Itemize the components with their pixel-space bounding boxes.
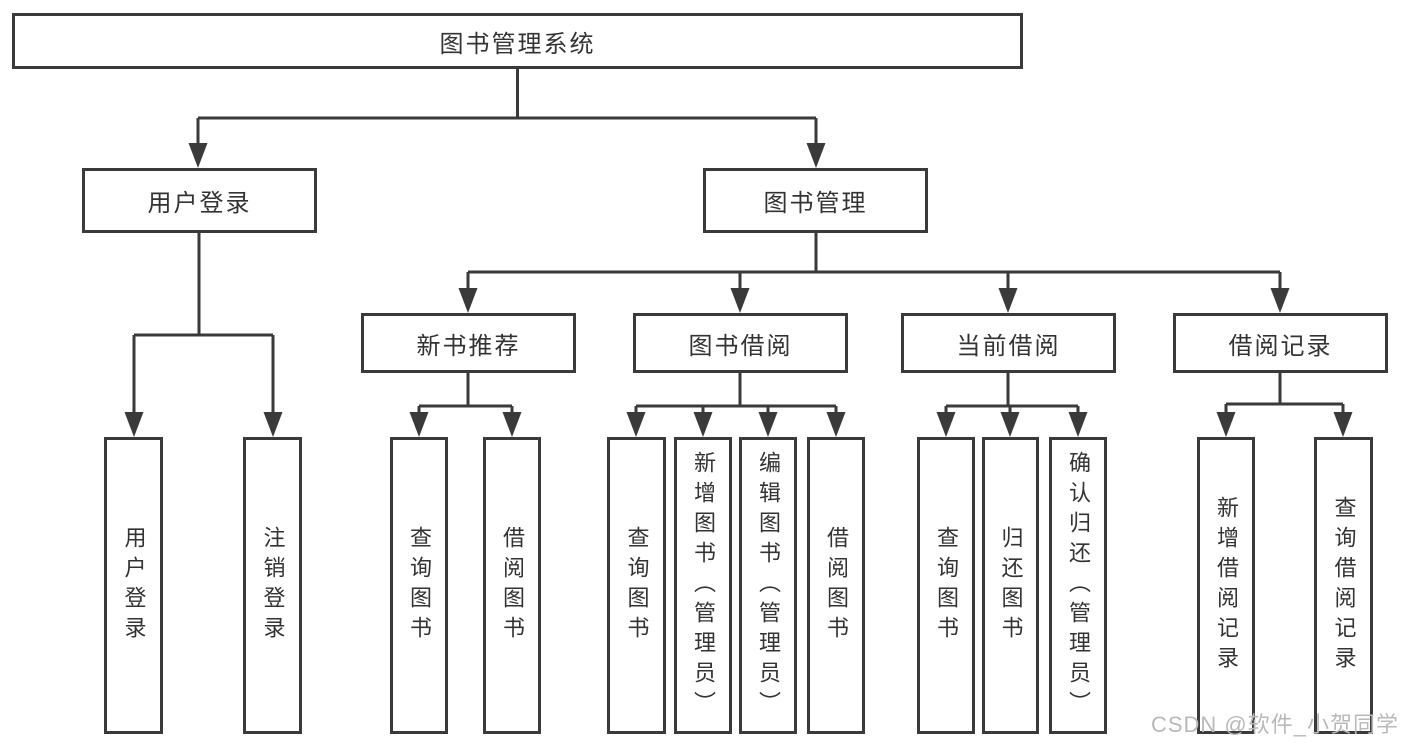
leaf-query-borrow-record: 查询借阅记录 (1314, 437, 1373, 734)
leaf-label: 查询借阅记录 (1331, 495, 1357, 676)
leaf-query-book-current: 查询图书 (917, 437, 975, 734)
node-book-borrow: 图书借阅 (633, 313, 848, 373)
leaf-user-login: 用户登录 (104, 437, 163, 734)
leaf-label: 借阅图书 (500, 525, 525, 646)
node-user-login-branch: 用户登录 (82, 168, 317, 233)
node-new-book-recommend: 新书推荐 (361, 313, 576, 373)
leaf-query-book-borrow: 查询图书 (607, 437, 666, 734)
leaf-add-borrow-record: 新增借阅记录 (1197, 437, 1255, 734)
csdn-watermark: CSDN @软件_小贺同学 (1150, 712, 1399, 737)
leaf-confirm-return-admin: 确认归还（管理员） (1049, 437, 1107, 734)
leaf-label: 查询图书 (624, 525, 650, 646)
leaf-label: 注销登录 (260, 525, 286, 646)
node-current-borrow: 当前借阅 (901, 313, 1116, 373)
leaf-label: 新增借阅记录 (1214, 495, 1239, 676)
leaf-borrow-book: 借阅图书 (807, 437, 865, 734)
leaf-label: 归还图书 (998, 525, 1024, 646)
leaf-logout: 注销登录 (243, 437, 302, 734)
leaf-label: 编辑图书（管理员） (756, 450, 781, 721)
leaf-label: 新增图书（管理员） (691, 450, 716, 721)
leaf-label: 查询图书 (934, 525, 959, 646)
leaf-label: 用户登录 (121, 525, 147, 646)
leaf-label: 借阅图书 (824, 525, 849, 646)
node-system-root: 图书管理系统 (12, 13, 1023, 69)
node-book-management-branch: 图书管理 (703, 168, 928, 233)
leaf-borrow-book-recommend: 借阅图书 (483, 437, 541, 734)
leaf-label: 确认归还（管理员） (1066, 450, 1091, 721)
arrowheads (124, 143, 1353, 437)
leaf-edit-book-admin: 编辑图书（管理员） (739, 437, 797, 734)
leaf-add-book-admin: 新增图书（管理员） (674, 437, 732, 734)
leaf-query-book-recommend: 查询图书 (390, 437, 448, 734)
leaf-label: 查询图书 (407, 525, 432, 646)
node-borrow-records: 借阅记录 (1173, 313, 1388, 373)
leaf-return-book: 归还图书 (982, 437, 1039, 734)
